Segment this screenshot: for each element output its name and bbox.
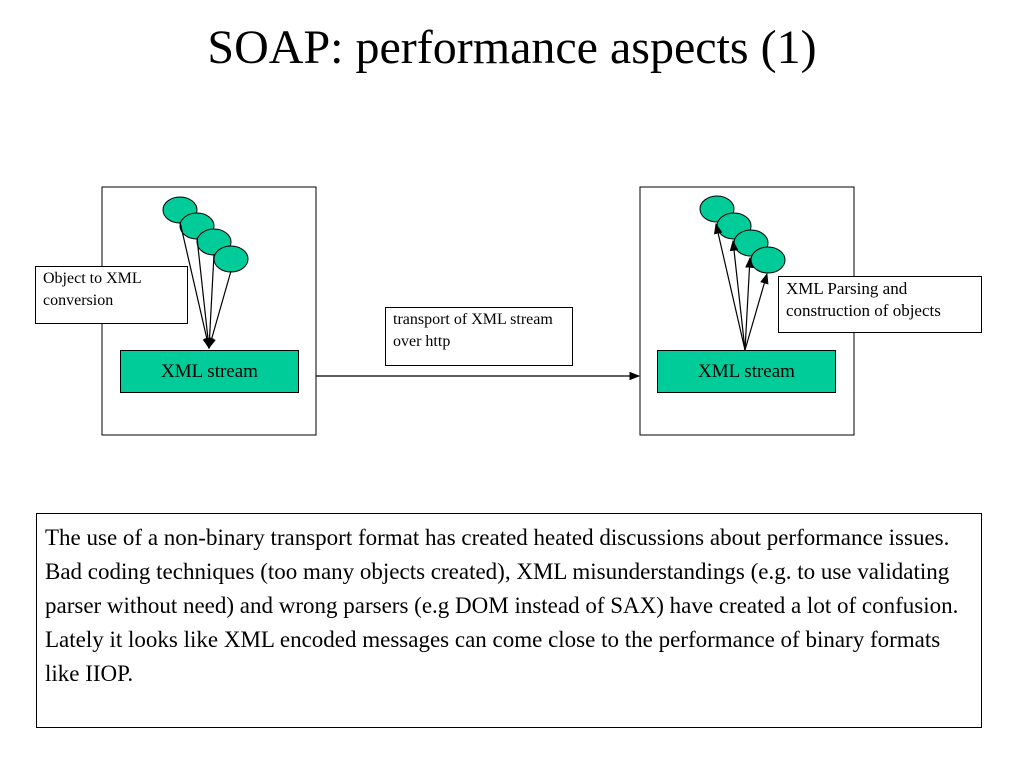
parse-arrow [744, 256, 754, 351]
serialize-arrow [205, 253, 215, 350]
object-oval [750, 246, 786, 274]
xml-parsing-label: XML Parsing and construction of objects [778, 276, 982, 333]
receiver-xml-stream: XML stream [657, 350, 836, 393]
receiver-objects [699, 195, 786, 274]
parse-arrows [713, 222, 769, 351]
parse-arrow [713, 222, 746, 351]
serialize-arrow [196, 237, 213, 350]
slide-title: SOAP: performance aspects (1) [207, 21, 817, 74]
serialize-arrow [207, 270, 232, 350]
sender-objects [162, 196, 249, 273]
serialize-arrows [179, 221, 232, 350]
parse-arrow [729, 239, 746, 351]
description-box: The use of a non-binary transport format… [36, 513, 982, 728]
transport-label: transport of XML stream over http [385, 307, 573, 366]
parse-arrow [744, 272, 769, 351]
object-oval [213, 245, 249, 273]
sender-xml-stream: XML stream [120, 350, 299, 393]
serialize-arrow [179, 221, 212, 350]
object-to-xml-label: Object to XML conversion [35, 266, 188, 324]
